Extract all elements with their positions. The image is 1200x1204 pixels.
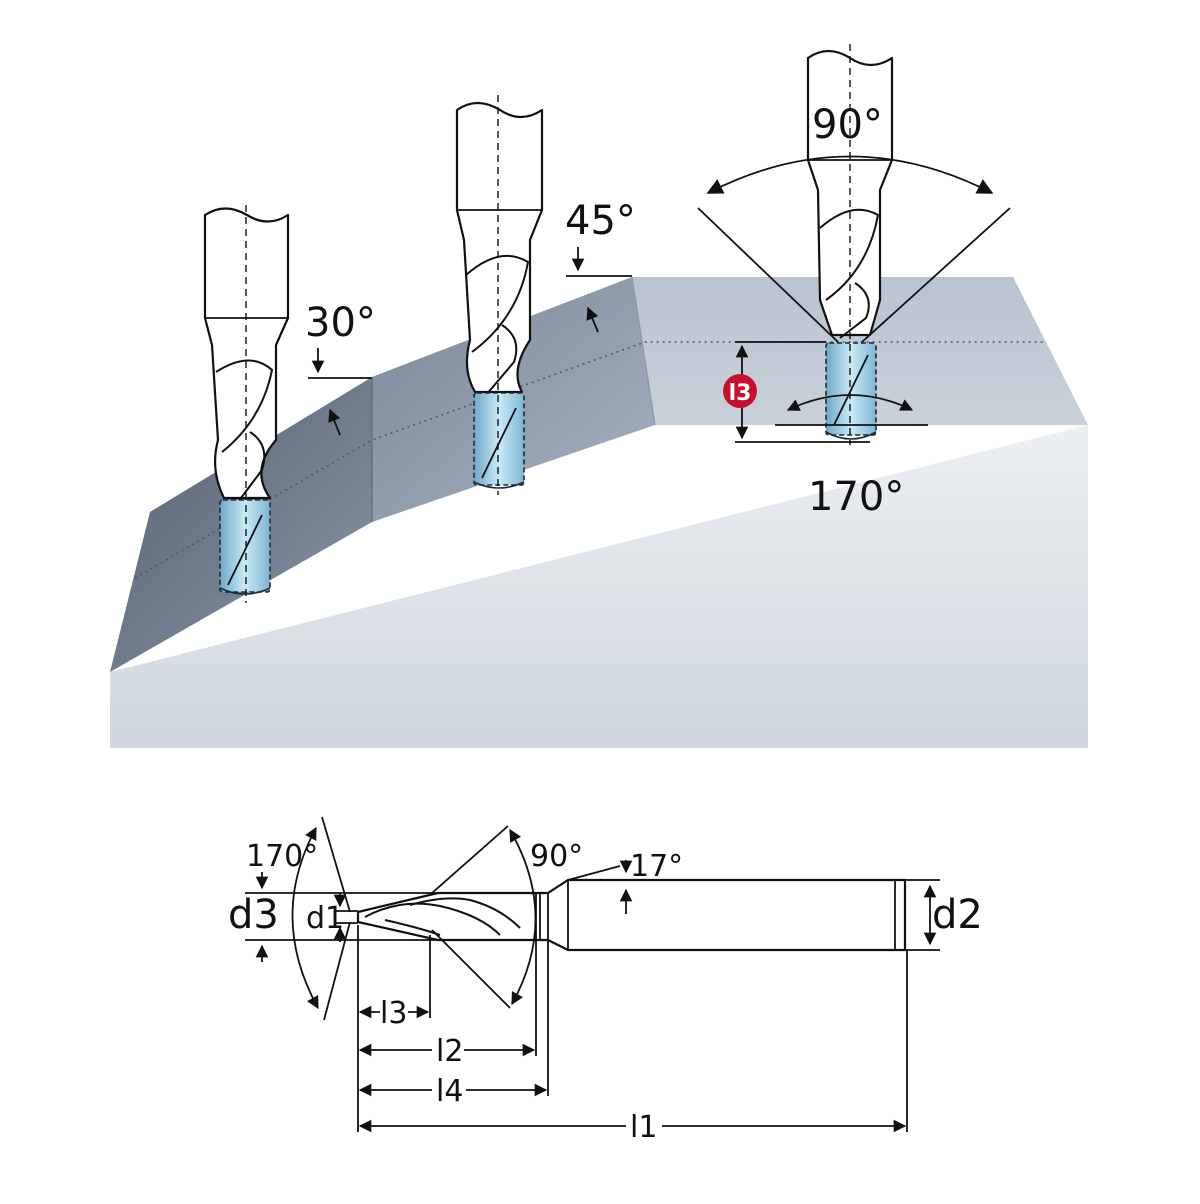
d3-label: d3 bbox=[228, 892, 279, 938]
angle-90-indicator: 90° bbox=[706, 102, 994, 194]
drawing-angle-17-label: 17° bbox=[630, 849, 683, 884]
d2-label: d2 bbox=[932, 892, 983, 938]
drawing-angle-170-label: 170° bbox=[246, 839, 318, 874]
drill-30-deg bbox=[203, 205, 290, 603]
block-front-face bbox=[110, 425, 1088, 748]
l2-label: l2 bbox=[436, 1034, 463, 1069]
drill-technical-drawing: 170° 90° 17° d3 d1 d2 bbox=[228, 816, 983, 1145]
l3-label: l3 bbox=[380, 996, 407, 1031]
l3-badge-label: l3 bbox=[729, 381, 752, 406]
drill-45-deg bbox=[455, 95, 544, 495]
angle-45-indicator: 45° bbox=[565, 198, 636, 333]
angle-170-indicator: 170° bbox=[786, 394, 914, 520]
angle-45-label: 45° bbox=[565, 198, 636, 244]
angle-170-label: 170° bbox=[808, 474, 904, 520]
drilled-hole-30 bbox=[219, 499, 271, 593]
drill-body-outline bbox=[356, 878, 907, 952]
drawing-angle-90-label: 90° bbox=[530, 839, 583, 874]
l4-label: l4 bbox=[436, 1074, 463, 1109]
l3-badge bbox=[723, 374, 757, 408]
d1-label: d1 bbox=[306, 901, 344, 936]
depth-l3-indicator: l3 bbox=[723, 341, 870, 443]
angle-30-indicator: 30° bbox=[305, 300, 376, 436]
drilled-hole-45 bbox=[473, 392, 525, 486]
angle-30-label: 30° bbox=[305, 300, 376, 346]
angle-90-label: 90° bbox=[812, 102, 883, 148]
l1-label: l1 bbox=[630, 1110, 657, 1145]
